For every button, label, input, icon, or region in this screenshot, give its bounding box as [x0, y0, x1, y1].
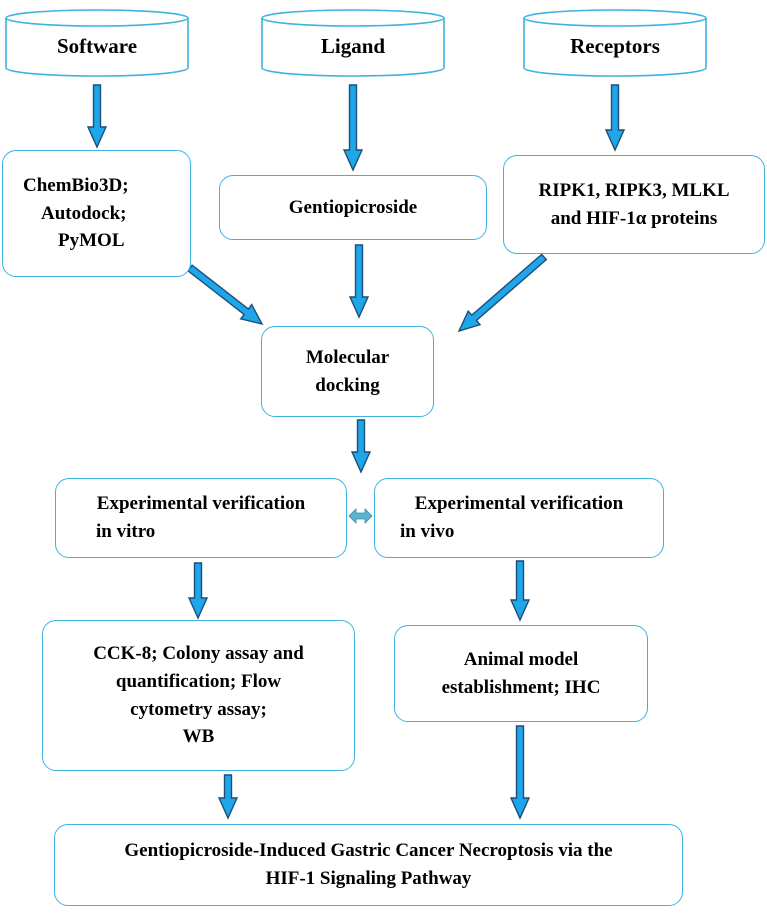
arrow-software-to-tools: [86, 84, 108, 149]
in-vivo-assays-box: Animal model establishment; IHC: [394, 625, 648, 722]
in-vivo-line: in vivo: [400, 521, 455, 542]
in-vitro-line: Experimental verification: [96, 493, 306, 515]
ligand-box: Gentiopicroside: [219, 175, 487, 240]
cylinder-receptors: [523, 9, 707, 77]
receptors-box: RIPK1, RIPK3, MLKL and HIF-1α proteins: [503, 155, 765, 254]
software-tool: Autodock;: [41, 202, 127, 224]
animal-line: Animal model: [463, 648, 579, 670]
docking-line: Molecular: [305, 346, 390, 368]
receptor-line: RIPK1, RIPK3, MLKL: [538, 179, 730, 201]
in-vitro-verification-box: Experimental verification in vitro: [55, 478, 347, 558]
in-vitro-line: in vitro: [96, 521, 156, 542]
in-vivo-verification-box: Experimental verification in vivo: [374, 478, 664, 558]
in-vivo-line: Experimental verification: [414, 493, 624, 515]
arrow-in-vivo-to-animal: [509, 560, 531, 622]
double-arrow-icon: [348, 508, 373, 524]
arrow-proteins-to-docking: [457, 253, 548, 333]
arrow-assays-to-conclusion: [217, 774, 239, 820]
arrow-ligand-to-docking: [348, 244, 370, 319]
animal-line: establishment; IHC: [441, 676, 601, 698]
source-ligand-label: Ligand: [320, 34, 386, 58]
software-tool: ChemBio3D;: [23, 175, 129, 197]
cylinder-ligand: [261, 9, 445, 77]
arrow-animal-to-conclusion: [509, 725, 531, 820]
source-receptors-label: Receptors: [570, 34, 660, 58]
assay-line: WB: [182, 726, 215, 748]
arrow-ligand-to-gentiopicroside: [342, 84, 364, 172]
arrow-in-vitro-to-assays: [187, 562, 209, 620]
conclusion-line: Gentiopicroside-Induced Gastric Cancer N…: [124, 840, 613, 862]
software-tools-box: ChemBio3D; Autodock; PyMOL: [2, 150, 191, 277]
assay-line: cytometry assay;: [130, 698, 267, 720]
software-tool: PyMOL: [58, 230, 125, 252]
molecular-docking-box: Molecular docking: [261, 326, 434, 417]
assay-line: CCK-8; Colony assay and: [93, 643, 304, 665]
receptor-line: and HIF-1α proteins: [550, 207, 718, 229]
assay-line: quantification; Flow: [115, 670, 282, 692]
conclusion-line: HIF-1 Signaling Pathway: [265, 868, 472, 889]
cylinder-software: [5, 9, 189, 77]
arrow-docking-to-verification: [350, 419, 372, 474]
docking-line: docking: [315, 374, 380, 396]
in-vitro-assays-box: CCK-8; Colony assay and quantification; …: [42, 620, 355, 771]
arrow-receptors-to-proteins: [604, 84, 626, 152]
arrow-tools-to-docking: [186, 264, 264, 326]
source-software-label: Software: [56, 34, 138, 58]
ligand-name: Gentiopicroside: [288, 196, 418, 218]
conclusion-box: Gentiopicroside-Induced Gastric Cancer N…: [54, 824, 683, 906]
